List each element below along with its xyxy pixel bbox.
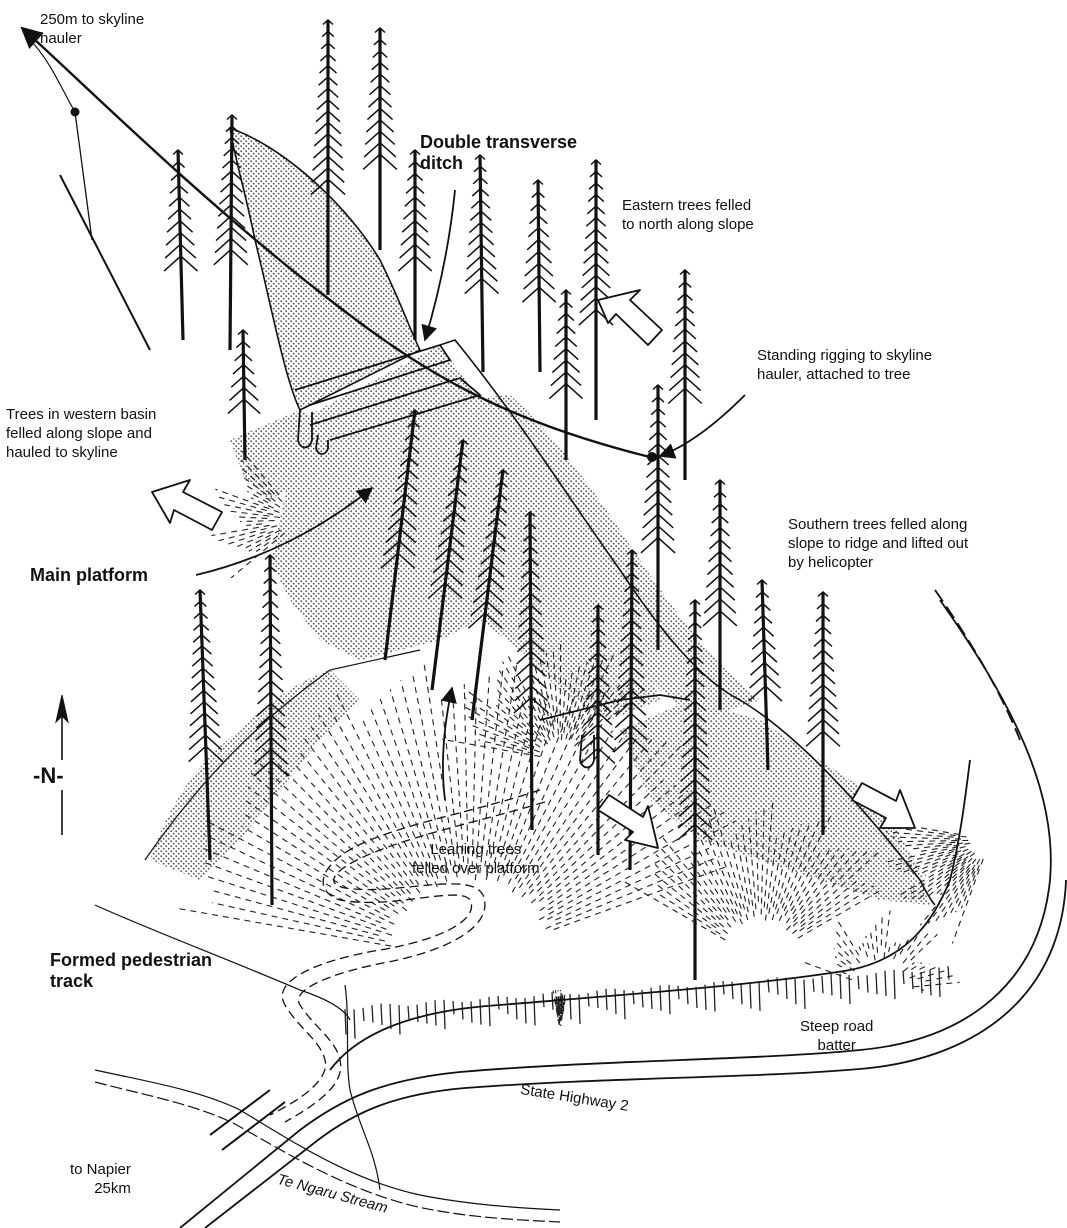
- eastern-trees-label: Eastern trees felled to north along slop…: [622, 196, 754, 234]
- conifer-tree: [164, 150, 197, 340]
- conifer-tree: [465, 155, 499, 372]
- hatch-fan: [553, 990, 565, 1026]
- stream-tributary: [345, 985, 380, 1190]
- leaning-leader: [443, 688, 452, 800]
- track-edge-a: [270, 790, 540, 1115]
- skyline-side-cable: [60, 175, 150, 350]
- cable-offset: [30, 40, 75, 112]
- rigging-leader: [660, 395, 745, 456]
- leaning-trees-label: Leaning trees felled over platform: [412, 840, 540, 878]
- southern-trees-label: Southern trees felled along slope to rid…: [788, 515, 968, 572]
- ditch-leader: [425, 190, 455, 340]
- napier-label: to Napier 25km: [70, 1160, 131, 1198]
- south-felling-arrow: [598, 795, 658, 848]
- road-batter-label: Steep road batter: [800, 1017, 873, 1055]
- conifer-tree: [522, 180, 555, 372]
- standing-rigging-label: Standing rigging to skyline hauler, atta…: [757, 346, 932, 384]
- conifer-tree: [363, 28, 397, 250]
- western-basin-label: Trees in western basin felled along slop…: [6, 405, 156, 462]
- conifer-tree: [668, 270, 702, 480]
- conifer-tree: [579, 160, 613, 420]
- north-felling-arrow: [598, 290, 662, 345]
- conifer-tree: [549, 290, 582, 460]
- main-platform-label: Main platform: [30, 565, 148, 586]
- skyline-hauler-label: 250m to skyline hauler: [40, 10, 144, 48]
- west-felling-arrow: [152, 480, 222, 530]
- bridge-deck: [210, 1090, 285, 1150]
- tree-anchor: [648, 453, 657, 462]
- north-label: -N-: [33, 765, 64, 786]
- double-transverse-ditch-label: Double transverse ditch: [420, 132, 577, 174]
- carriage-pulley: [71, 108, 79, 116]
- hatch-fan: [805, 911, 960, 990]
- road-edge-inner: [205, 880, 1066, 1228]
- pedestrian-track-label: Formed pedestrian track: [50, 950, 212, 992]
